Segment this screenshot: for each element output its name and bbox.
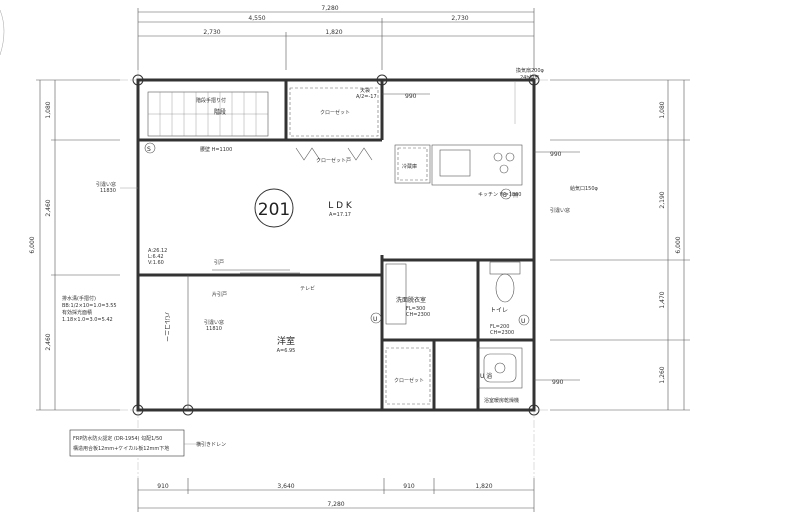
washroom-fl: FL=300 <box>406 306 425 312</box>
ceiling-note: 天袋 <box>360 87 370 94</box>
dim-right-total: 6,000 <box>675 236 682 253</box>
fire-note-1: FRP防水防火認定 (DR-1954) 勾配1/50 <box>73 435 162 442</box>
s-mark-kitchen: S <box>503 192 507 199</box>
dim-bottom-3: 910 <box>403 483 415 490</box>
dim-right-4: 1,260 <box>659 366 666 383</box>
vent-mid: 給気口150φ <box>570 185 599 192</box>
west-window-spec: 11810 <box>206 326 222 332</box>
ceiling-note-value: A/2=-17 <box>356 94 377 100</box>
toilet-ch: CH=2300 <box>490 330 514 336</box>
u-mark-toilet: U <box>521 318 525 325</box>
balcony-label: バルコニー <box>163 312 170 342</box>
closet-small-label: クローゼット <box>394 377 424 384</box>
ldk-room: 201 L D K A=17.17 A:26.12 L:6.42 V:1.60 … <box>96 142 353 292</box>
dim-left-1: 1,080 <box>45 101 52 118</box>
dim-bottom-total: 7,280 <box>327 501 344 508</box>
drain-note: 横引きドレン <box>196 441 226 448</box>
interior-walls <box>138 80 534 410</box>
dim-right-1: 1,080 <box>659 101 666 118</box>
u-mark-washroom: U <box>373 316 377 323</box>
door-1-label: 片引戸 <box>212 291 227 298</box>
balcony-note-3: 有効採光面積 <box>62 309 92 316</box>
dim-top-sub-1: 2,730 <box>203 29 220 36</box>
toilet-fl: FL=200 <box>490 324 509 330</box>
dim-top-left: 4,550 <box>248 15 265 22</box>
dim-bottom-2: 3,640 <box>277 483 294 490</box>
closet-top-label: クローゼット <box>320 109 350 116</box>
wall-height-note: 腰壁 H=1100 <box>200 146 232 153</box>
s-mark-ldk: S <box>147 146 151 153</box>
fridge-label: 冷蔵庫 <box>402 163 417 170</box>
dim-990-top: 990 <box>405 93 417 100</box>
washroom-label: 洗面脱衣室 <box>396 296 426 304</box>
western-area: A=6.95 <box>277 348 296 354</box>
right-dimensions: 1,080 2,190 1,470 1,260 6,000 <box>550 79 690 411</box>
bath-label: U 浴 <box>480 372 492 380</box>
bathroom-fixture: 浴室暖房乾燥機 <box>484 397 519 404</box>
top-closet: クローゼット 天袋 A/2=-17 990 クローゼット戸 <box>289 87 430 164</box>
vent-top-sub: 24h換気 <box>520 74 540 81</box>
dim-990-mid: 990 <box>550 151 562 158</box>
closet-door-label: クローゼット戸 <box>316 157 351 164</box>
edge-arc <box>0 9 5 56</box>
top-dimensions: 7,280 4,550 2,730 2,730 1,820 <box>137 5 535 70</box>
ldk-name: L D K <box>328 201 353 211</box>
washroom: 洗面脱衣室 FL=300 CH=2300 U <box>370 263 430 325</box>
dim-top-right: 2,730 <box>451 15 468 22</box>
western-name: 洋室 <box>277 335 295 347</box>
ldk-stats-2: L:6.42 <box>148 254 164 260</box>
dim-top-total: 7,280 <box>321 5 338 12</box>
dim-left-2: 2,460 <box>45 199 52 216</box>
vent-notes: 換気扇200φ 24h換気 給気口150φ 引違い窓 <box>514 67 599 214</box>
balcony-note-2: BB:1/2×10=1.0=3.55 <box>62 303 117 309</box>
dim-top-sub-2: 1,820 <box>325 29 342 36</box>
west-window-label: 引違い窓 <box>204 319 224 326</box>
vent-top: 換気扇200φ <box>516 67 545 74</box>
western-room: 洋室 A=6.95 引違い窓 11810 片引戸 <box>204 291 295 354</box>
high-window-label: 引違い窓 <box>550 207 570 214</box>
ldk-stats-1: A:26.12 <box>148 248 167 254</box>
ldk-area: A=17.17 <box>329 212 351 218</box>
dim-left-total: 6,000 <box>29 236 36 253</box>
stairs: 階段手摺り付 階段 腰壁 H=1100 <box>147 91 269 153</box>
balcony-note-1: 排水溝(手摺付) <box>62 295 96 302</box>
dim-right-3: 1,470 <box>659 291 666 308</box>
stairs-label: 階段 <box>214 108 226 116</box>
kitchen-note: キッチン W=1800 <box>478 192 521 198</box>
bath: U 浴 浴室暖房乾燥機 990 <box>477 347 580 404</box>
left-dimensions: 6,000 1,080 2,460 2,460 <box>29 79 120 411</box>
toilet-label: トイレ <box>490 307 508 314</box>
s-mark-kitchen-label: 熱 <box>513 192 518 199</box>
dim-990-bath: 990 <box>552 379 564 386</box>
fire-note: FRP防水防火認定 (DR-1954) 勾配1/50 構造用合板12mm+ケイカ… <box>69 429 226 457</box>
fire-note-2: 構造用合板12mm+ケイカル板12mm下地 <box>73 445 169 452</box>
stairs-handrail-note: 階段手摺り付 <box>196 97 226 104</box>
unit-number: 201 <box>258 200 290 220</box>
toilet: トイレ FL=200 CH=2300 U <box>489 261 530 336</box>
dim-bottom-1: 910 <box>157 483 169 490</box>
dim-left-3: 2,460 <box>45 333 52 350</box>
kitchen: 冷蔵庫 キッチン W=1800 990 S 熱 <box>394 144 580 200</box>
ldk-window-label: 引違い窓 <box>96 181 116 188</box>
dim-right-2: 2,190 <box>659 191 666 208</box>
slide-door-label: 引戸 <box>214 259 224 266</box>
tv-outlet: テレビ <box>300 285 315 292</box>
bottom-dimensions: 910 3,640 910 1,820 7,280 <box>137 478 535 512</box>
balcony: バルコニー 排水溝(手摺付) BB:1/2×10=1.0=3.55 有効採光面積… <box>62 295 170 342</box>
balcony-note-4: 1.18×1.0=3.0=5.42 <box>62 317 113 323</box>
washroom-ch: CH=2300 <box>406 312 430 318</box>
ldk-window-spec: 11830 <box>100 188 116 194</box>
ldk-stats-3: V:1.60 <box>148 260 164 266</box>
small-closet: クローゼット <box>385 347 431 405</box>
dim-bottom-4: 1,820 <box>475 483 492 490</box>
